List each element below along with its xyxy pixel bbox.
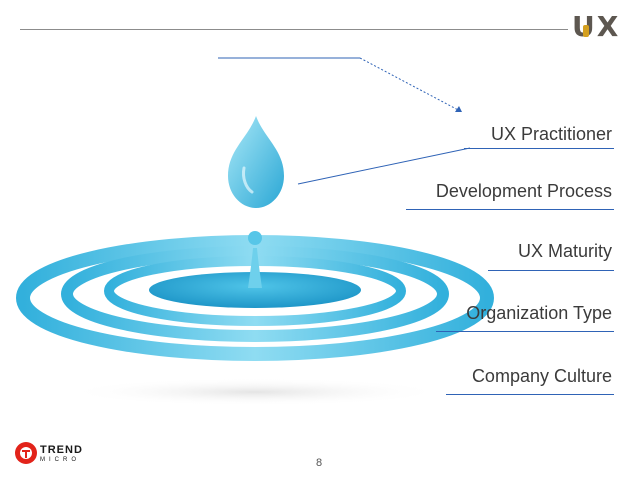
ripple-shadow: [65, 378, 445, 406]
logo-sub: MICRO: [40, 457, 80, 463]
factor-rule: [488, 270, 614, 271]
factor-label-ux-maturity: UX Maturity: [517, 241, 612, 261]
factor-label-organization-type: Organization Type: [466, 303, 612, 323]
page-number: 8: [315, 457, 323, 469]
factor-label-development-process: Development Process: [435, 181, 612, 201]
header-rule: [20, 29, 568, 30]
brand-mark: UX: [572, 10, 621, 43]
factor-rule: [406, 209, 614, 210]
brand-accent: [583, 25, 589, 37]
factor-rule: [436, 331, 614, 332]
factor-label-ux-practitioner: UX Practitioner: [490, 124, 612, 144]
logo-word: TREND: [40, 444, 83, 456]
factor-label-company-culture: Company Culture: [471, 366, 612, 386]
trend-micro-logo-icon: [15, 442, 37, 464]
factor-rule: [464, 148, 614, 149]
connector-lines: [218, 57, 471, 185]
water-drop-icon: [228, 116, 284, 208]
factor-rule: [446, 394, 614, 395]
water-ripple-icon: [16, 231, 494, 361]
